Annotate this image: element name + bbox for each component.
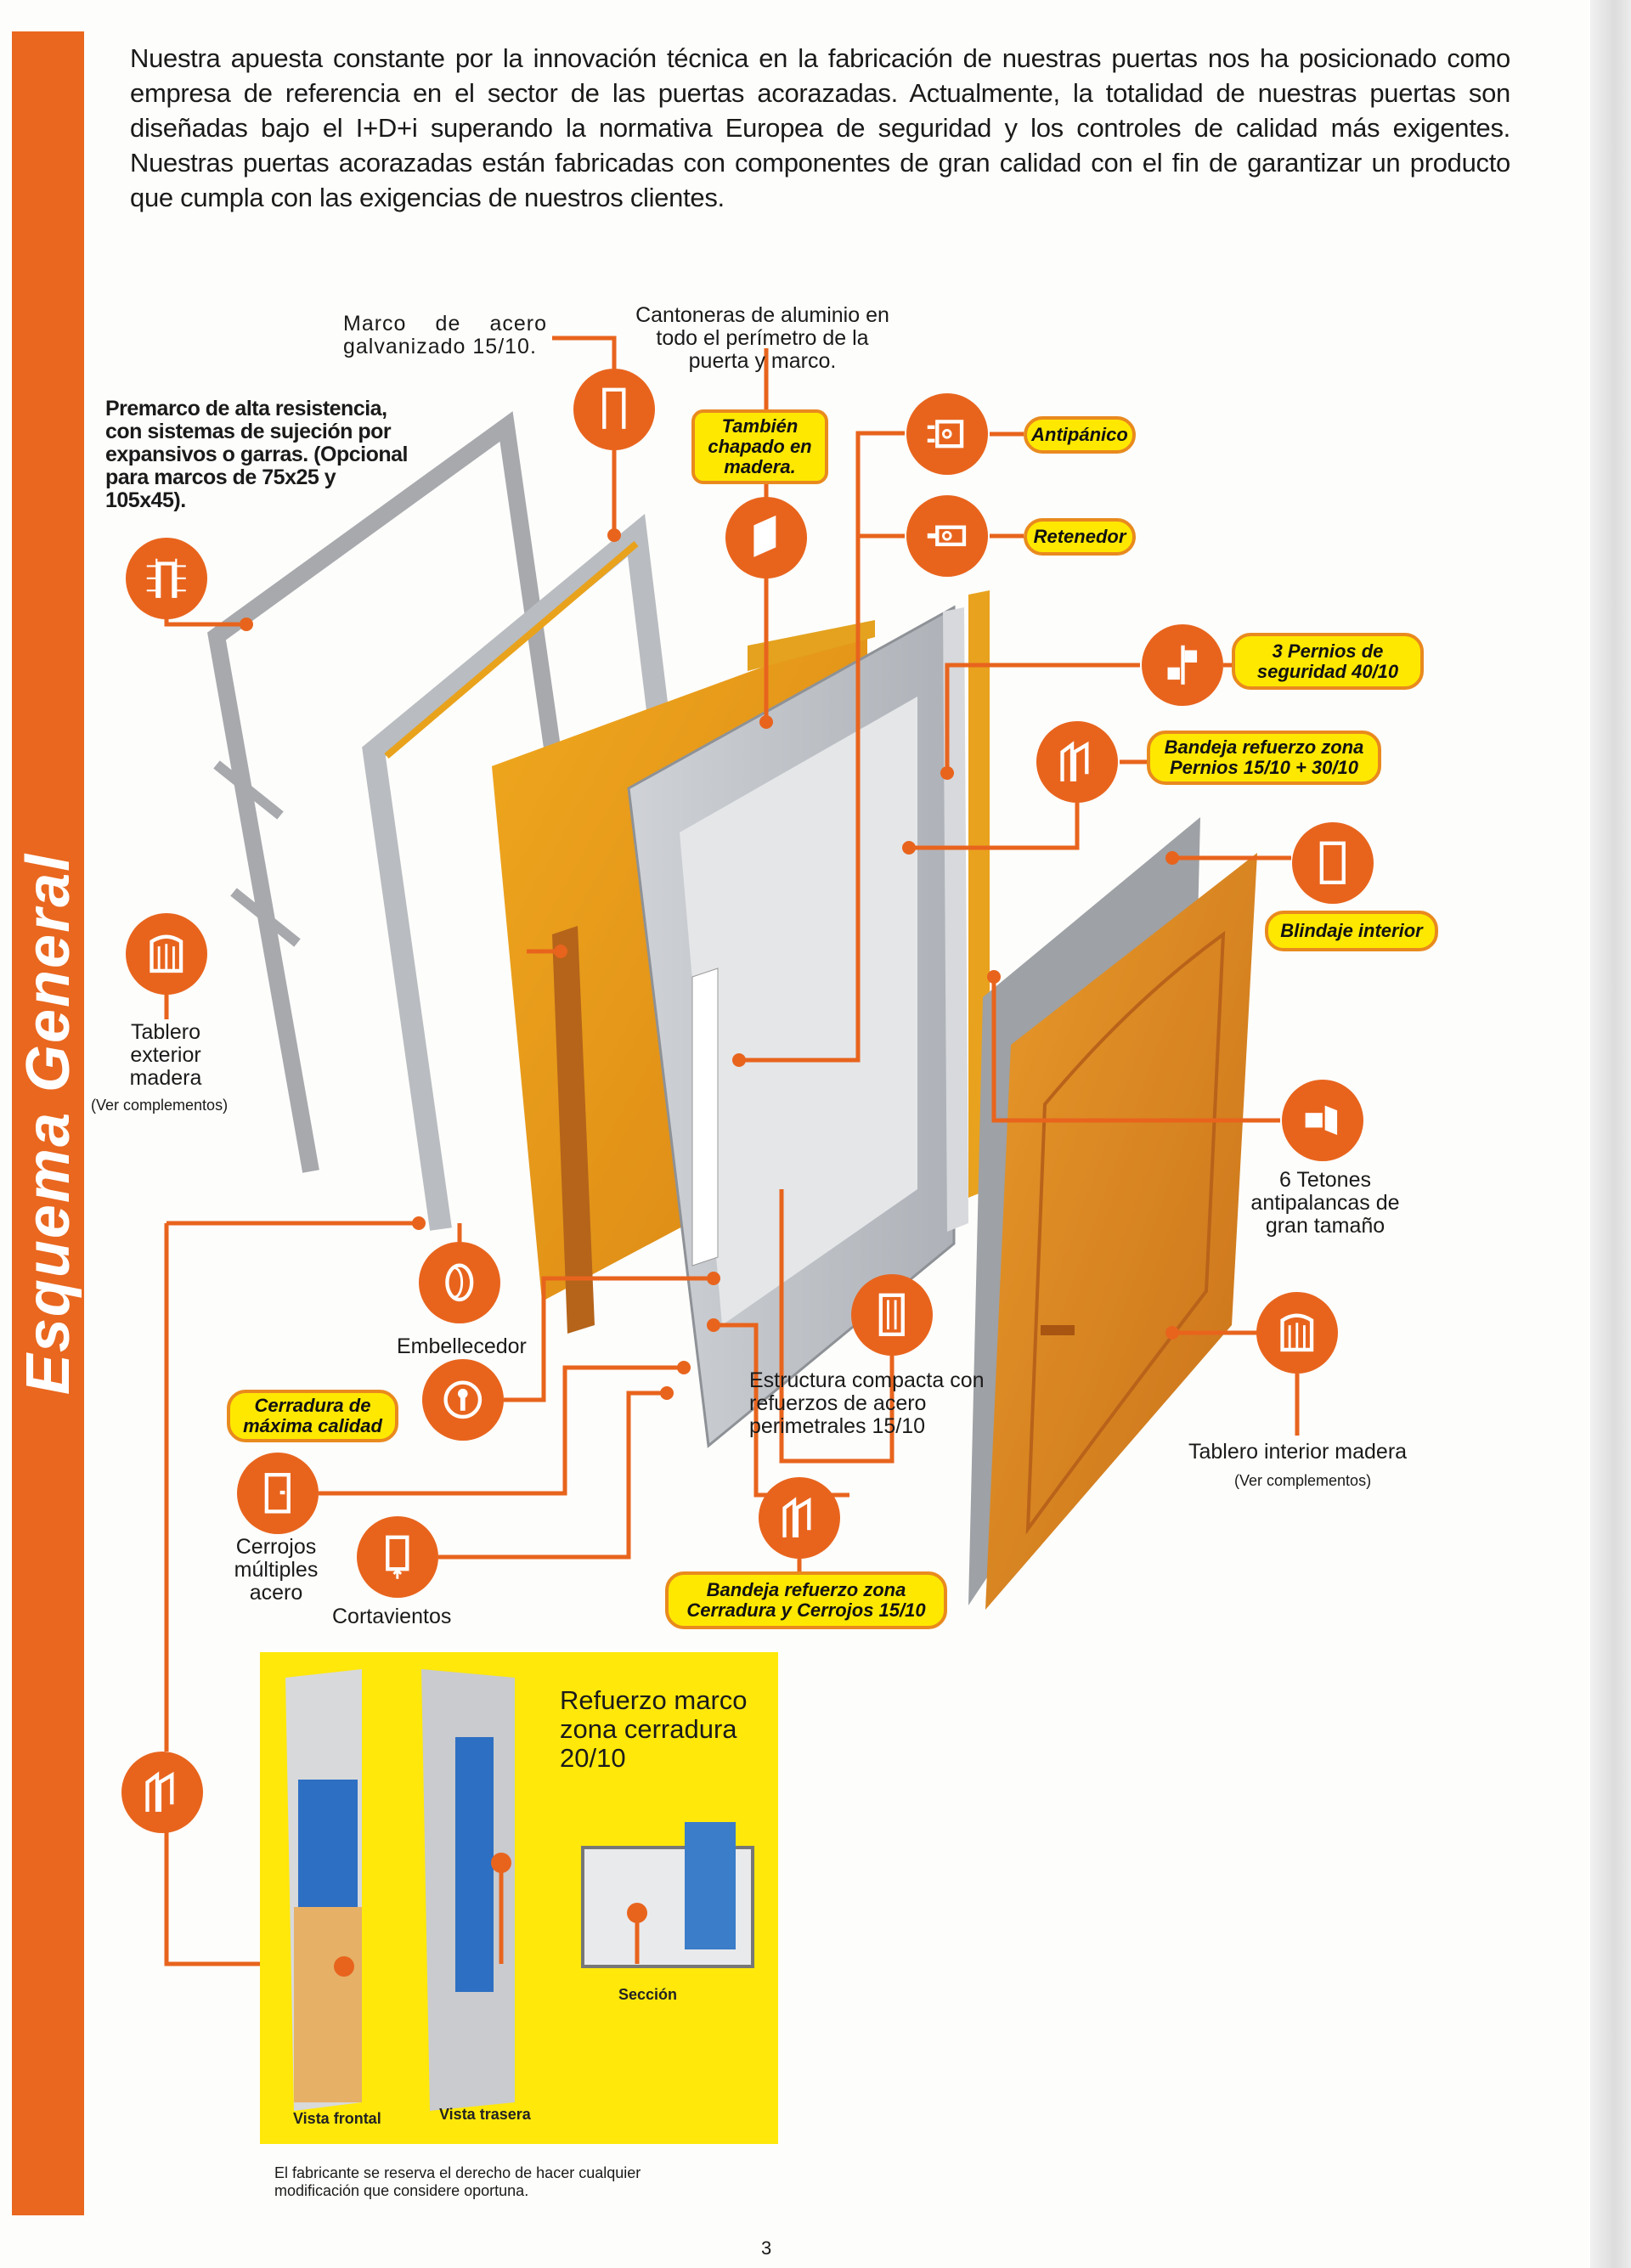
anti-lever-pin-icon xyxy=(1282,1080,1363,1161)
lock-cylinder-icon xyxy=(422,1359,504,1441)
pill-chapado: También chapado en madera. xyxy=(691,409,828,484)
pill-cerradura: Cerradura de máxima calidad xyxy=(227,1390,398,1442)
label-estructura: Estructura compacta con refuerzos de ace… xyxy=(749,1368,985,1438)
door-handle xyxy=(1041,1325,1075,1335)
label-tetones: 6 Tetones antipalancas de gran tamaño xyxy=(1250,1168,1400,1238)
antipanic-icon xyxy=(906,393,988,475)
premarco-wall-icon xyxy=(126,538,207,619)
label-tablero-exterior: Tablero exterior madera xyxy=(129,1020,202,1090)
page-number: 3 xyxy=(761,2237,772,2259)
caption-vista-frontal: Vista frontal xyxy=(293,2110,381,2127)
interior-wood-door xyxy=(985,853,1257,1610)
aluminium-corner-strip xyxy=(748,620,875,671)
lock-slot xyxy=(691,968,719,1267)
draught-excluder-icon xyxy=(357,1516,438,1598)
lock-tray-icon xyxy=(759,1477,840,1559)
frame-reinforcement-icon xyxy=(121,1752,203,1833)
frame-wood-strip xyxy=(384,540,639,759)
wood-panel-icon xyxy=(1256,1292,1338,1374)
structure-icon xyxy=(851,1274,933,1356)
label-cerrojos: Cerrojos múltiples acero xyxy=(234,1535,319,1605)
pill-retenedor: Retenedor xyxy=(1024,518,1136,556)
hinge-icon xyxy=(1142,624,1223,706)
pill-blindaje: Blindaje interior xyxy=(1265,911,1438,951)
pill-bandeja-pernios: Bandeja refuerzo zona Pernios 15/10 + 30… xyxy=(1147,731,1381,785)
refuerzo-panel xyxy=(260,1652,778,2144)
retainer-icon xyxy=(906,495,988,577)
pill-bandeja-cerradura: Bandeja refuerzo zona Cerradura y Cerroj… xyxy=(665,1571,947,1629)
intro-paragraph: Nuestra apuesta constante por la innovac… xyxy=(130,43,1510,212)
label-ver-complementos-int: (Ver complementos) xyxy=(1234,1472,1372,1489)
label-ver-complementos-ext: (Ver complementos) xyxy=(91,1097,229,1114)
door-moulding xyxy=(1025,930,1226,1535)
caption-vista-trasera: Vista trasera xyxy=(439,2106,531,2123)
caption-seccion: Sección xyxy=(618,1986,678,2003)
label-cantoneras: Cantoneras de aluminio en todo el períme… xyxy=(635,303,889,373)
page-edge xyxy=(1590,0,1631,2268)
refuerzo-title: Refuerzo marco zona cerradura 20/10 xyxy=(560,1685,748,1773)
aluminium-corner-icon xyxy=(725,497,807,578)
pill-pernios: 3 Pernios de seguridad 40/10 xyxy=(1232,633,1424,690)
label-marco: Marco de acero galvanizado 15/10. xyxy=(343,312,547,358)
label-cortavientos: Cortavientos xyxy=(332,1605,452,1628)
pill-antipanico: Antipánico xyxy=(1024,416,1136,454)
connector-dots xyxy=(240,528,1179,1400)
bolts-icon xyxy=(237,1453,319,1534)
escutcheon-icon xyxy=(419,1242,500,1323)
label-premarco: Premarco de alta resistencia, con sistem… xyxy=(105,397,408,512)
label-embellecedor: Embellecedor xyxy=(397,1334,527,1358)
refuerzo-photos xyxy=(285,1669,754,2111)
label-tablero-interior: Tablero interior madera xyxy=(1188,1440,1408,1464)
frame-icon xyxy=(573,369,655,450)
hinge-tray-icon xyxy=(1036,721,1118,803)
section-sidebar: Esquema General xyxy=(12,31,84,2215)
armour-sheet-icon xyxy=(1292,822,1374,904)
disclaimer: El fabricante se reserva el derecho de h… xyxy=(274,2164,641,2199)
exterior-panel-edge xyxy=(552,926,595,1334)
exterior-wood-icon xyxy=(126,913,207,995)
